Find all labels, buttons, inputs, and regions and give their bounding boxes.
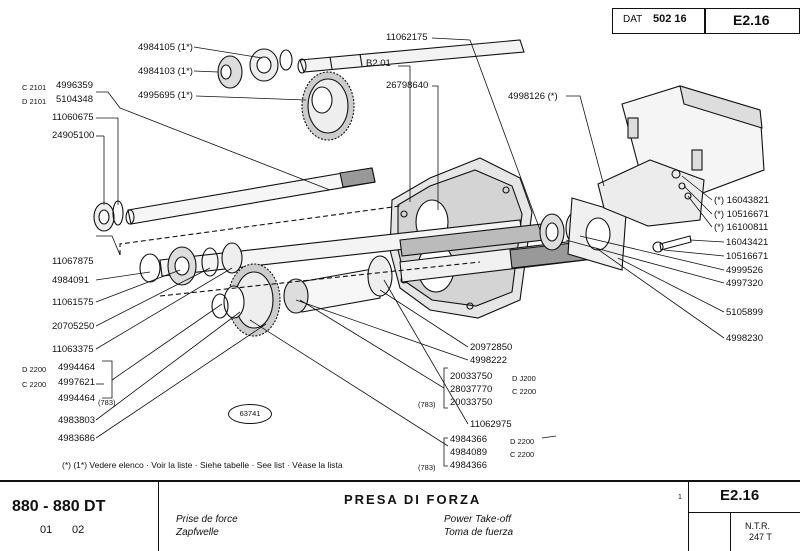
label-24905100: 24905100 bbox=[52, 130, 95, 141]
label-4984366-b: 4984366 bbox=[450, 460, 487, 471]
label-28037770: 28037770 bbox=[450, 384, 493, 395]
sheet-code-box: E2.16 bbox=[704, 8, 800, 34]
label-4999526: 4999526 bbox=[726, 265, 763, 276]
title-block: 880 - 880 DT 01 02 PRESA DI FORZA Prise … bbox=[0, 480, 800, 551]
label-4984366-a: 4984366 bbox=[450, 434, 487, 445]
title-spanish: Toma de fuerza bbox=[444, 527, 514, 538]
label-11062175: 11062175 bbox=[386, 32, 428, 43]
main-shaft bbox=[139, 219, 603, 286]
title-french: Prise de force bbox=[176, 514, 238, 525]
label-5104348: 5104348 bbox=[56, 94, 93, 105]
revision-b: 02 bbox=[72, 524, 85, 536]
label-11062975: 11062975 bbox=[470, 419, 512, 430]
label-20033750-b: 20033750 bbox=[450, 397, 493, 408]
label-16100811: (*) 16100811 bbox=[714, 222, 769, 233]
title-italian: PRESA DI FORZA bbox=[344, 492, 482, 507]
dashed-bracket bbox=[119, 205, 401, 255]
label-d2200-a: D 2200 bbox=[22, 365, 47, 374]
label-16043821: (*) 16043821 bbox=[714, 195, 769, 206]
label-j2200: D J200 bbox=[512, 374, 536, 383]
label-26798640: 26798640 bbox=[386, 80, 429, 91]
label-c2200-c: C 2200 bbox=[510, 450, 535, 459]
label-4984091: 4984091 bbox=[52, 275, 89, 286]
label-4998126: 4998126 (*) bbox=[508, 91, 558, 102]
label-c2200-a: C 2200 bbox=[22, 380, 47, 389]
sheet-code: E2.16 bbox=[733, 12, 770, 28]
large-gear-top bbox=[301, 71, 355, 141]
label-11061575: 11061575 bbox=[52, 297, 94, 308]
label-b201: B2.01 bbox=[366, 58, 391, 69]
exploded-diagram bbox=[93, 37, 765, 467]
label-ref-783-a: (783) bbox=[98, 398, 116, 407]
label-16043421: 16043421 bbox=[726, 237, 769, 248]
label-20705250: 20705250 bbox=[52, 321, 95, 332]
label-4994464-a: 4994464 bbox=[58, 362, 95, 373]
model-cell: 880 - 880 DT 01 02 bbox=[0, 482, 159, 551]
model-name: 880 - 880 DT bbox=[12, 498, 106, 515]
label-20033750-a: 20033750 bbox=[450, 371, 493, 382]
title-cell: PRESA DI FORZA Prise de force Zapfwelle … bbox=[158, 482, 689, 551]
reference-oval: 63741 bbox=[228, 404, 272, 424]
label-4984089: 4984089 bbox=[450, 447, 487, 458]
label-4983686: 4983686 bbox=[58, 433, 95, 444]
small-mark: 1 bbox=[678, 494, 682, 501]
label-c2101: C 2101 bbox=[22, 83, 47, 92]
label-d2101: D 2101 bbox=[22, 97, 47, 106]
label-10516671-b: 10516671 bbox=[726, 251, 769, 262]
label-5105899: 5105899 bbox=[726, 307, 763, 318]
label-4984103: 4984103 (1*) bbox=[138, 66, 193, 77]
dat-box: DAT 502 16 bbox=[612, 8, 706, 34]
label-ref-783-c: (783) bbox=[418, 463, 436, 472]
leader-lines bbox=[95, 37, 725, 467]
label-4996359: 4996359 bbox=[56, 80, 93, 91]
label-10516671-a: (*) 10516671 bbox=[714, 209, 769, 220]
dat-label: DAT bbox=[623, 14, 643, 25]
label-4983803: 4983803 bbox=[58, 415, 95, 426]
revision-a: 01 bbox=[40, 524, 53, 536]
pto-guard bbox=[597, 85, 765, 227]
label-4995695: 4995695 (1*) bbox=[138, 90, 193, 101]
label-20972850: 20972850 bbox=[470, 342, 513, 353]
bolts bbox=[652, 169, 692, 253]
label-c2200-b: C 2200 bbox=[512, 387, 537, 396]
long-shaft bbox=[93, 167, 376, 232]
label-11060675: 11060675 bbox=[52, 112, 94, 123]
upper-shaft bbox=[297, 39, 525, 74]
label-4997320: 4997320 bbox=[726, 278, 763, 289]
title-english: Power Take-off bbox=[444, 514, 511, 525]
lower-gear bbox=[211, 255, 393, 337]
label-ref-783-b: (783) bbox=[418, 400, 436, 409]
label-d2200-b: D 2200 bbox=[510, 437, 535, 446]
ntr-label: N.T.R. bbox=[745, 521, 771, 531]
ntr-value: 247 T bbox=[749, 532, 772, 542]
label-11067875: 11067875 bbox=[52, 256, 94, 267]
dat-value: 502 16 bbox=[653, 13, 687, 25]
label-4997621: 4997621 bbox=[58, 377, 95, 388]
upper-gear-bearing bbox=[217, 48, 293, 89]
ntr-cell: N.T.R. 247 T bbox=[730, 512, 800, 551]
label-11063375: 11063375 bbox=[52, 344, 94, 355]
footnote: (*) (1*) Vedere elenco · Voir la liste ·… bbox=[62, 460, 343, 470]
code-cell: E2.16 bbox=[688, 482, 800, 513]
label-4998222: 4998222 bbox=[470, 355, 507, 366]
label-4994464-b: 4994464 bbox=[58, 393, 95, 404]
label-4998230: 4998230 bbox=[726, 333, 763, 344]
sheet-code-bottom: E2.16 bbox=[720, 487, 760, 504]
label-4984105: 4984105 (1*) bbox=[138, 42, 193, 53]
title-german: Zapfwelle bbox=[176, 527, 219, 538]
